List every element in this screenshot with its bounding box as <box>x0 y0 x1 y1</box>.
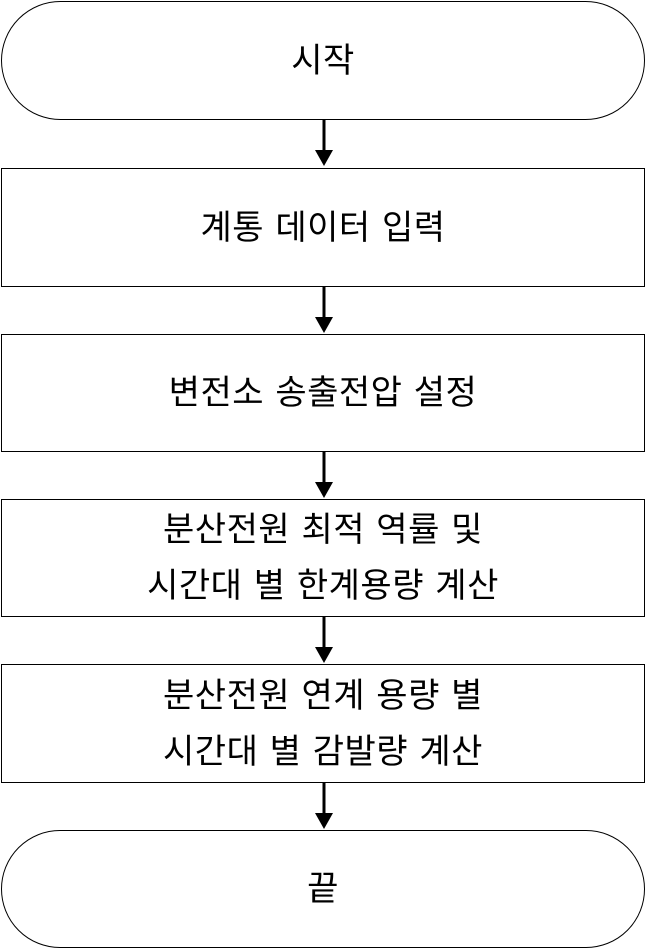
process-data-input-label: 계통 데이터 입력 <box>200 207 446 248</box>
start-label: 시작 <box>291 40 355 81</box>
process-curtailment-calc: 분산전원 연계 용량 별 시간대 별 감발량 계산 <box>1 664 645 783</box>
process-substation-voltage-label: 변전소 송출전압 설정 <box>168 373 478 413</box>
process-curtailment-calc-line-1: 분산전원 연계 용량 별 <box>163 675 483 716</box>
arrow-start-to-input <box>315 120 333 166</box>
start-terminal: 시작 <box>1 1 645 120</box>
arrow-voltage-to-capacity <box>315 452 333 498</box>
end-label: 끝 <box>307 869 339 909</box>
process-capacity-calc-line-1: 분산전원 최적 역률 및 <box>163 510 483 550</box>
process-curtailment-calc-line-2: 시간대 별 감발량 계산 <box>163 731 483 772</box>
end-terminal: 끝 <box>1 830 645 948</box>
arrow-capacity-to-curtailment <box>315 617 333 663</box>
process-capacity-calc-line-2: 시간대 별 한계용량 계산 <box>147 566 499 606</box>
process-data-input: 계통 데이터 입력 <box>1 168 645 287</box>
process-substation-voltage: 변전소 송출전압 설정 <box>1 334 645 452</box>
process-capacity-calc: 분산전원 최적 역률 및 시간대 별 한계용량 계산 <box>1 499 645 617</box>
arrow-input-to-voltage <box>315 287 333 333</box>
arrow-curtailment-to-end <box>315 783 333 829</box>
